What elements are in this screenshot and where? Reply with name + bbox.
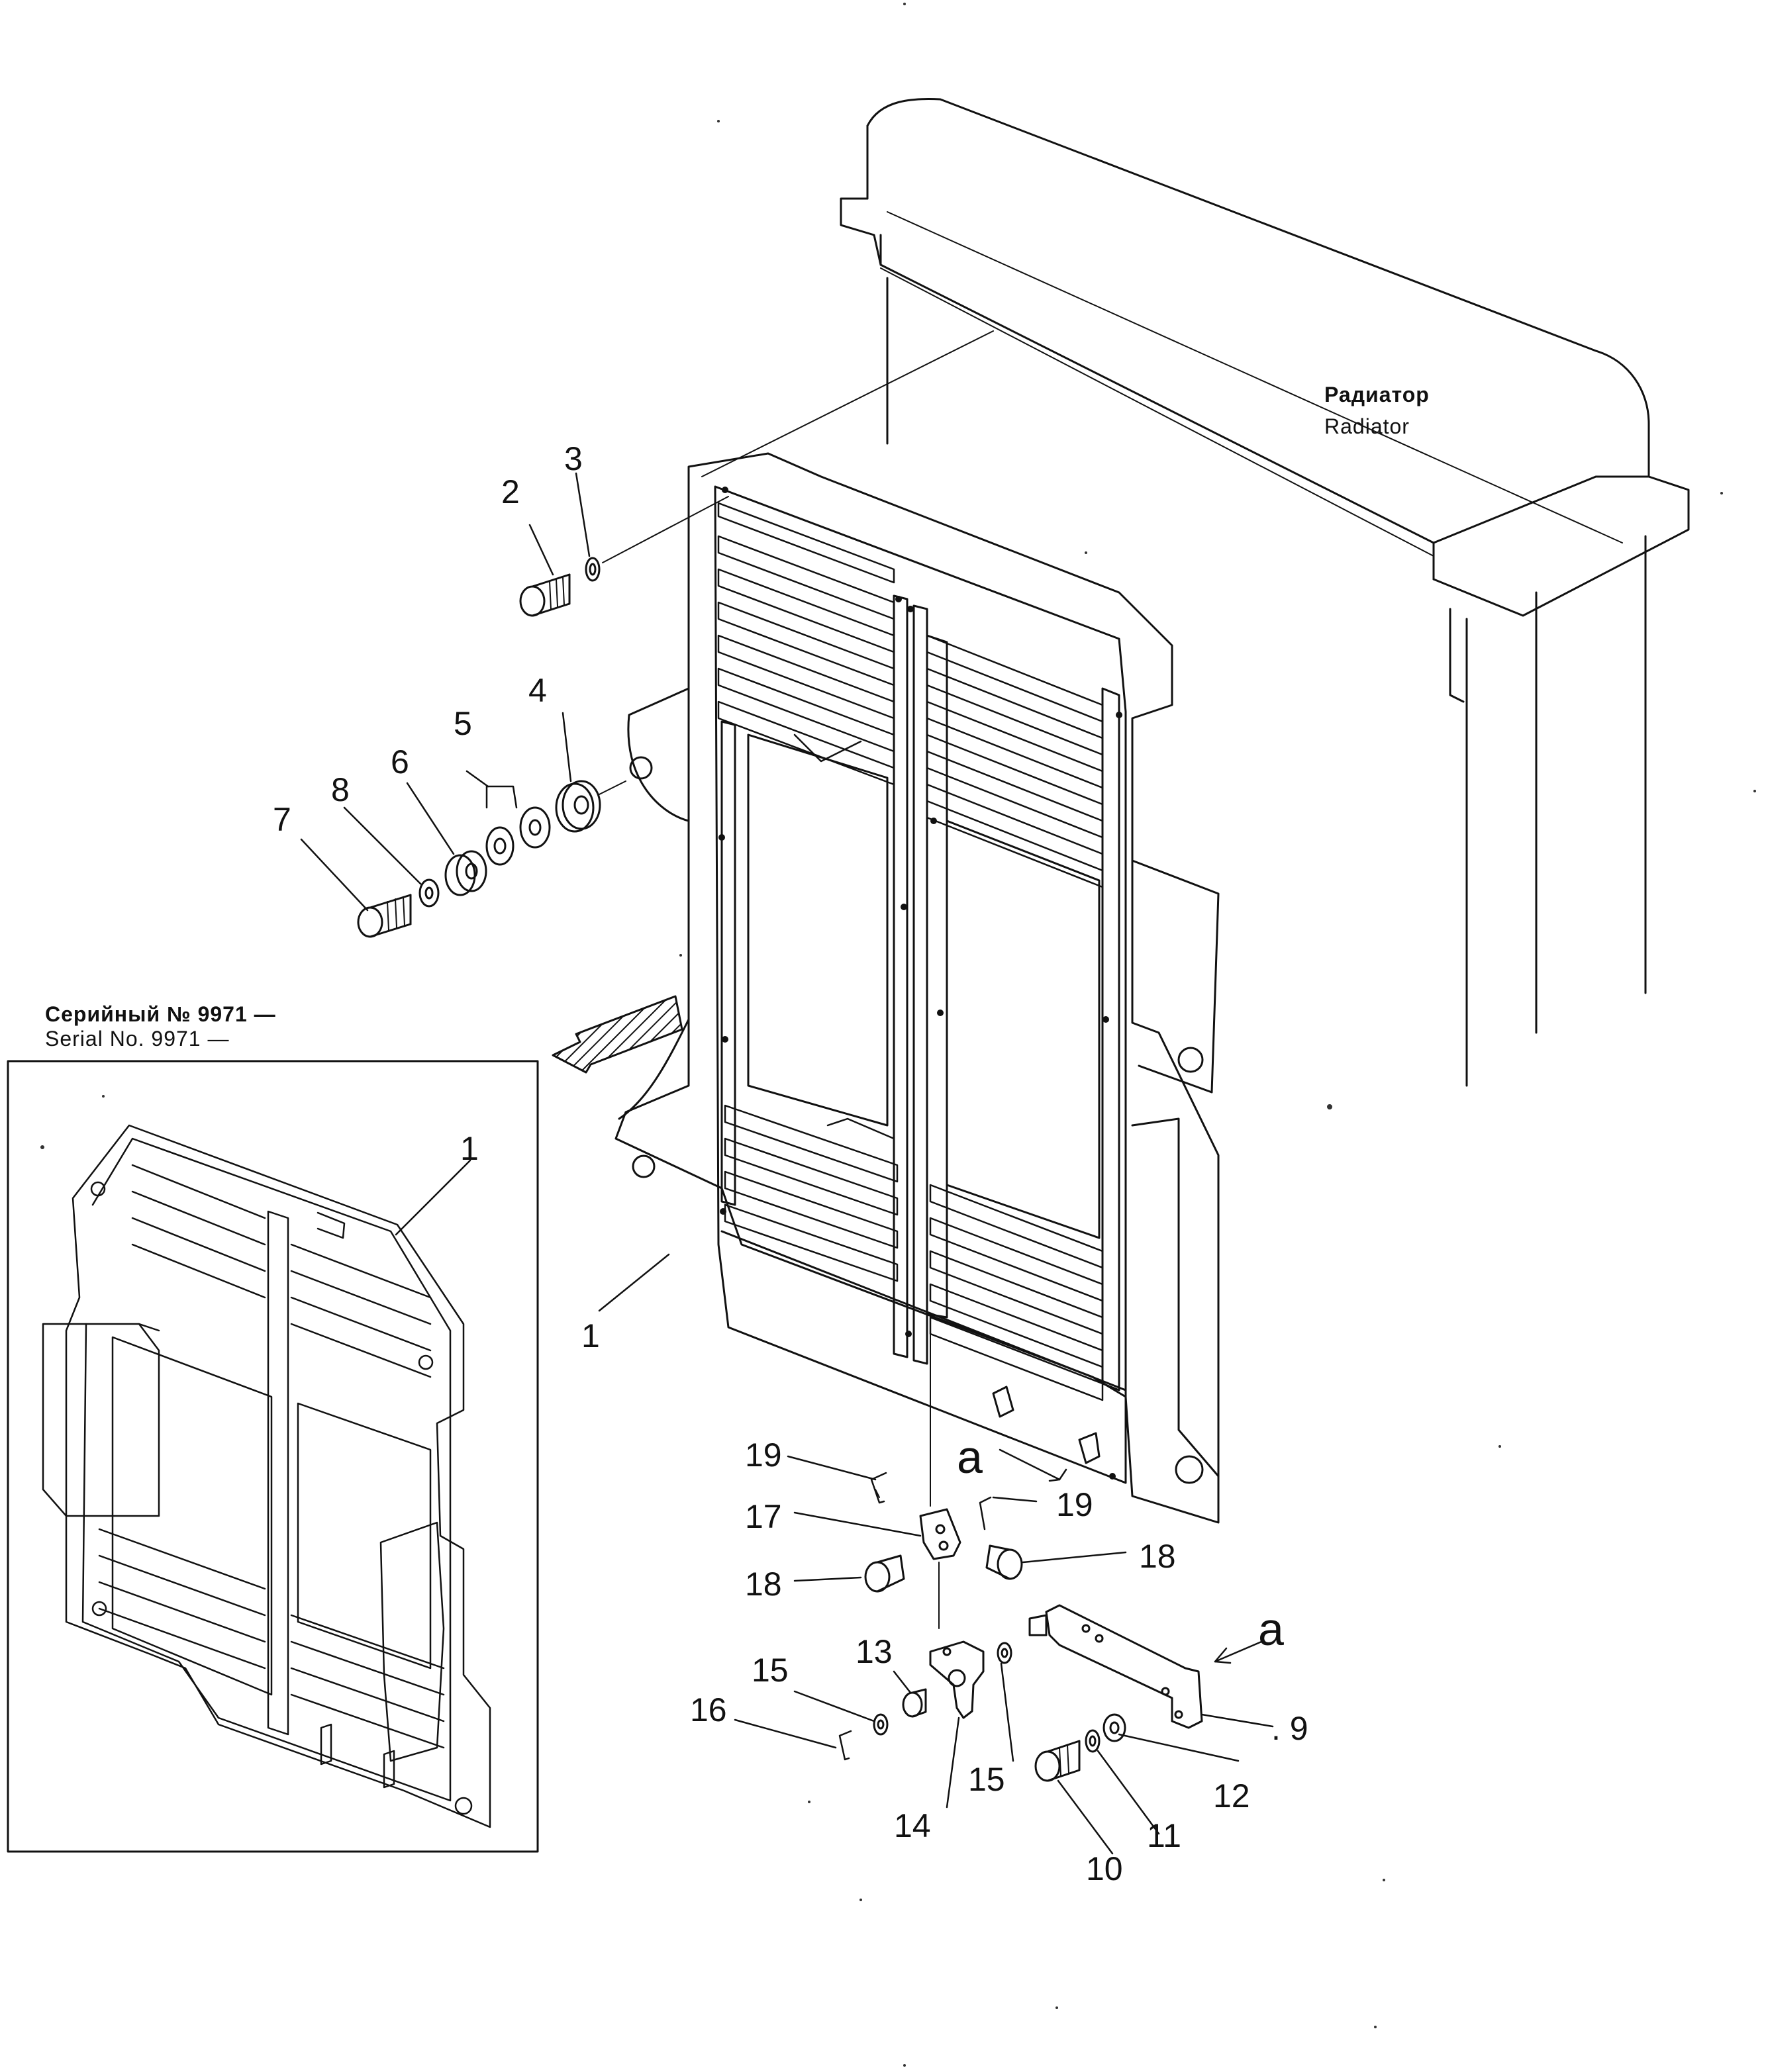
callout-17: 17 [745,1498,782,1535]
callout-1-main: 1 [581,1317,600,1354]
airflow-arrow [552,995,683,1074]
leader-lines [300,472,1274,1855]
callout-15-right: 15 [968,1761,1005,1798]
radiator-outline [701,97,1690,1087]
serial-note-ru: Серийный № 9971 — [45,1002,276,1026]
callout-12: 12 [1213,1777,1250,1814]
cushion-item-5 [485,785,551,866]
panel-bolt-holes [718,487,1122,1480]
callout-6: 6 [391,743,409,780]
bolt-item-2 [519,573,571,617]
callout-4: 4 [528,672,547,709]
callout-19-right: 19 [1056,1486,1093,1523]
callout-13: 13 [856,1633,893,1670]
linkage-assembly [838,1323,1203,1782]
callout-8: 8 [331,771,350,808]
louvers-upper-left [717,502,895,786]
inset-frame [7,1060,539,1853]
louvers-upper-right [926,634,1104,888]
callout-a-upper: a [957,1431,983,1483]
callout-3: 3 [564,440,583,477]
callout-19-left: 19 [745,1436,782,1474]
washer-item-3 [585,496,729,582]
inset-shroud-panel [42,1124,491,1828]
callout-2: 2 [501,473,520,510]
callout-5: 5 [454,705,472,742]
callout-15-left: 15 [752,1652,789,1689]
callout-1-inset: 1 [460,1130,479,1167]
louvers-lower-right [929,1184,1104,1401]
shroud-panel-main [614,452,1220,1524]
bolt-item-7 [357,894,412,938]
washer-item-8 [418,878,440,908]
callout-16: 16 [690,1691,727,1728]
radiator-label-ru: Радиатор [1324,383,1430,406]
cushion-item-6 [444,850,487,896]
radiator-label-en: Radiator [1324,414,1410,438]
louvers-lower-left [724,1104,899,1282]
scan-speckles [40,3,1756,2067]
callout-7: 7 [273,801,291,838]
callout-14: 14 [894,1807,931,1844]
callout-a-lower: a [1258,1603,1284,1655]
callout-9: . 9 [1271,1710,1308,1747]
callout-18-left: 18 [745,1566,782,1603]
callout-18-right: 18 [1139,1538,1176,1575]
serial-note-en: Serial No. 9971 — [45,1027,229,1051]
labels: Радиатор Radiator Серийный № 9971 — Seri… [45,383,1430,1887]
cushion-item-4 [555,780,626,833]
callout-10: 10 [1086,1850,1123,1887]
callout-11: 11 [1147,1817,1181,1854]
